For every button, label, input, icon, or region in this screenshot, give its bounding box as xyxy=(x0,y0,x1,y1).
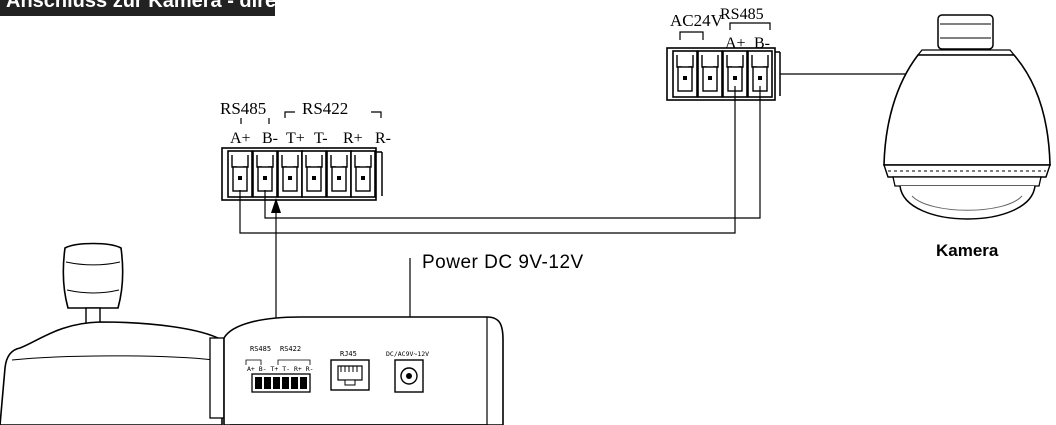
panel-rj45-label: RJ45 xyxy=(340,350,357,358)
rj45-port-icon xyxy=(330,359,370,391)
controller-pin-r-minus: R- xyxy=(375,130,391,147)
dc-power-jack-icon xyxy=(394,359,424,393)
panel-terminal-block xyxy=(245,359,311,393)
panel-dc-label: DC/AC9V~12V xyxy=(386,350,429,358)
camera-label: Kamera xyxy=(936,241,999,260)
power-label: Power DC 9V-12V xyxy=(422,252,584,273)
controller-pin-b-minus: B- xyxy=(262,130,278,147)
panel-rs485-label: RS485 xyxy=(250,345,271,353)
controller-terminal-block: RS485 RS422 A+ B- T+ T- R+ R- xyxy=(220,99,391,201)
panel-pins-label: A+ B- T+ T- R+ R- xyxy=(247,365,314,373)
keyboard-controller: RS485 RS422 A+ B- T+ T- R+ R- RJ45 DC/AC… xyxy=(0,242,504,425)
controller-pin-t-minus: T- xyxy=(314,130,328,147)
controller-rs485-label: RS485 xyxy=(220,99,266,118)
controller-pin-r-plus: R+ xyxy=(343,130,363,147)
dome-camera xyxy=(883,14,1051,220)
controller-pin-t-plus: T+ xyxy=(286,130,305,147)
panel-rs422-label: RS422 xyxy=(280,345,301,353)
controller-pin-a-plus: A+ xyxy=(230,130,251,147)
camera-terminal-block: AC24V RS485 A+ B- xyxy=(666,6,781,101)
camera-ac24v-label: AC24V xyxy=(670,11,724,30)
controller-rs422-label: RS422 xyxy=(302,99,348,118)
diagram-title: Anschluss zur Kamera - direkt xyxy=(6,0,275,12)
diagram-title-bar: Anschluss zur Kamera - direkt xyxy=(0,0,275,16)
camera-rs485-label: RS485 xyxy=(720,6,764,23)
